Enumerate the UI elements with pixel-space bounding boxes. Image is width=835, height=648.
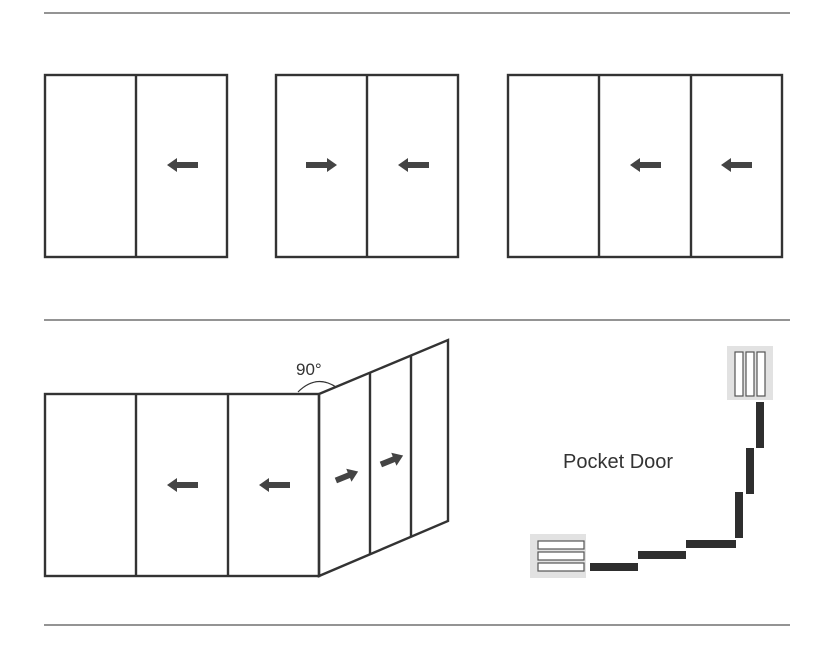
arrow-left-icon bbox=[721, 158, 752, 172]
two-panel-bi-parting-diagram bbox=[274, 73, 460, 259]
arrow-left-icon bbox=[398, 158, 429, 172]
corner-90-degree-diagram: 90° bbox=[43, 338, 450, 578]
pocket-slot bbox=[745, 351, 755, 397]
angle-label: 90° bbox=[296, 360, 322, 379]
pocket-slot bbox=[537, 562, 585, 572]
panel-bar bbox=[746, 448, 754, 494]
side-door-frame bbox=[317, 338, 450, 578]
pocket-slot bbox=[756, 351, 766, 397]
panel-bar bbox=[686, 540, 736, 548]
angle-arc bbox=[297, 381, 337, 393]
arrow-left-icon bbox=[167, 158, 198, 172]
arrow-left-icon bbox=[167, 478, 198, 492]
arrow-left-icon bbox=[630, 158, 661, 172]
panel-bar bbox=[756, 402, 764, 448]
arrow-left-icon bbox=[259, 478, 290, 492]
pocket-slot bbox=[537, 540, 585, 550]
pocket-slot bbox=[734, 351, 744, 397]
panel-bar bbox=[590, 563, 638, 571]
panel-bar bbox=[735, 492, 743, 538]
door-frame bbox=[506, 73, 784, 259]
panel-bar bbox=[638, 551, 686, 559]
arrow-right-icon bbox=[334, 468, 359, 484]
two-panel-single-slide-diagram bbox=[43, 73, 229, 259]
pocket-door-diagram: Pocket Door bbox=[530, 346, 773, 578]
pocket-slot bbox=[537, 551, 585, 561]
pocket-door-label: Pocket Door bbox=[563, 451, 673, 473]
three-panel-stacking-diagram bbox=[506, 73, 784, 259]
arrow-right-icon bbox=[306, 158, 337, 172]
arrow-right-icon bbox=[379, 452, 404, 468]
